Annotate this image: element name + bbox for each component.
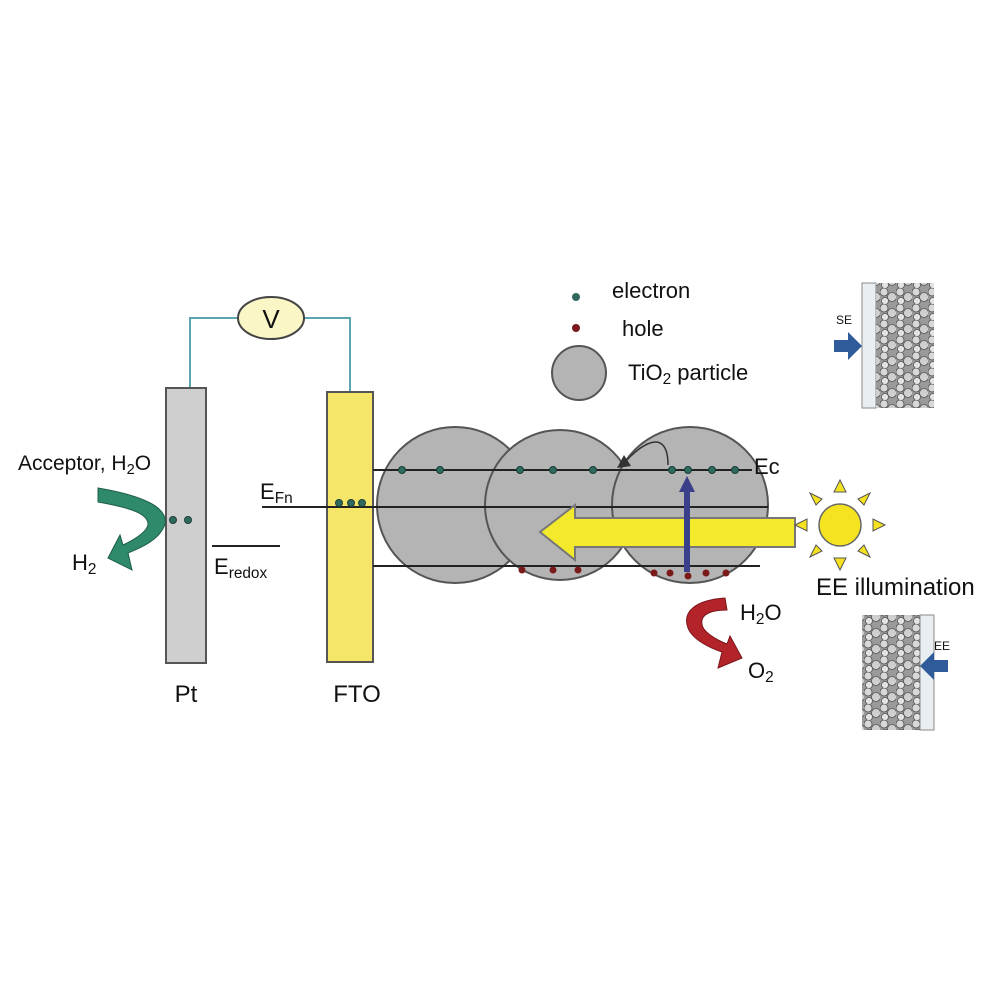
- sun-icon: [793, 478, 887, 572]
- hole-dot: [650, 569, 658, 577]
- hole-dot: [666, 569, 674, 577]
- electron-dot: [184, 516, 192, 524]
- ee-inset-porous-film: [862, 615, 920, 730]
- acceptor-label: Acceptor, H2O: [18, 452, 151, 478]
- electron-dot: [347, 499, 355, 507]
- ee-illumination-inset: EE: [862, 614, 950, 731]
- electron-dot: [358, 499, 366, 507]
- legend: electron hole TiO2 particle: [551, 278, 748, 401]
- hole-dot: [518, 566, 526, 574]
- pt-label: Pt: [175, 681, 198, 708]
- hole-dot: [702, 569, 710, 577]
- h2-label: H2: [72, 550, 96, 578]
- oxidation-arrow: [686, 597, 743, 669]
- se-inset-porous-film: [876, 283, 934, 408]
- electron-transfer-curve: [624, 441, 669, 466]
- se-inset-arrow: [834, 332, 862, 360]
- se-inset-substrate: [861, 282, 877, 409]
- electron-dot: [668, 466, 676, 474]
- voltmeter-label: V: [262, 304, 280, 334]
- electron-dot: [549, 466, 557, 474]
- legend-particle-circle: [551, 345, 607, 401]
- legend-particle-label: TiO2 particle: [628, 360, 748, 388]
- electron-dot: [398, 466, 406, 474]
- hole-dot: [722, 569, 730, 577]
- fto-electrons: [335, 499, 366, 507]
- electron-dot: [516, 466, 524, 474]
- reduction-arrow: [97, 487, 166, 571]
- electron-dot: [335, 499, 343, 507]
- hole-dot: [684, 572, 692, 580]
- electron-dot: [169, 516, 177, 524]
- electron-dot: [708, 466, 716, 474]
- eredox-label: Eredox: [214, 554, 267, 582]
- ec-label: Ec: [754, 454, 780, 479]
- conduction-electrons: [398, 466, 739, 474]
- tio2-particle-chain: [376, 426, 769, 584]
- electron-transfer-arrowhead: [617, 455, 631, 468]
- fto-electrode: [326, 391, 374, 663]
- voltmeter-body: [237, 296, 305, 340]
- legend-hole-dot: [572, 324, 580, 332]
- excitation-arrow: [679, 476, 695, 572]
- hole-dot: [574, 566, 582, 574]
- o2-label: O2: [748, 658, 774, 686]
- illumination-label: EE illumination: [816, 574, 975, 601]
- circuit-wire-right: [304, 317, 351, 392]
- pt-electrode: [165, 387, 207, 664]
- valence-holes: [518, 566, 730, 580]
- efn-label: EFn: [260, 479, 293, 507]
- incident-light-arrow: [538, 502, 796, 563]
- hole-dot: [549, 566, 557, 574]
- electron-dot: [684, 466, 692, 474]
- electron-dot: [731, 466, 739, 474]
- voltmeter: V: [237, 296, 305, 340]
- electron-dot: [589, 466, 597, 474]
- fto-label: FTO: [333, 681, 381, 708]
- legend-hole-label: hole: [622, 316, 664, 341]
- se-inset-tag: SE: [836, 313, 852, 327]
- ee-inset-arrow: [920, 652, 948, 680]
- h2o-label: H2O: [740, 600, 782, 628]
- legend-electron-dot: [572, 293, 580, 301]
- circuit-wire-left: [189, 317, 238, 388]
- ee-inset-tag: EE: [934, 639, 950, 653]
- pt-electrons: [169, 516, 192, 524]
- se-illumination-inset: SE: [834, 282, 934, 409]
- electron-dot: [436, 466, 444, 474]
- legend-electron-label: electron: [612, 278, 690, 303]
